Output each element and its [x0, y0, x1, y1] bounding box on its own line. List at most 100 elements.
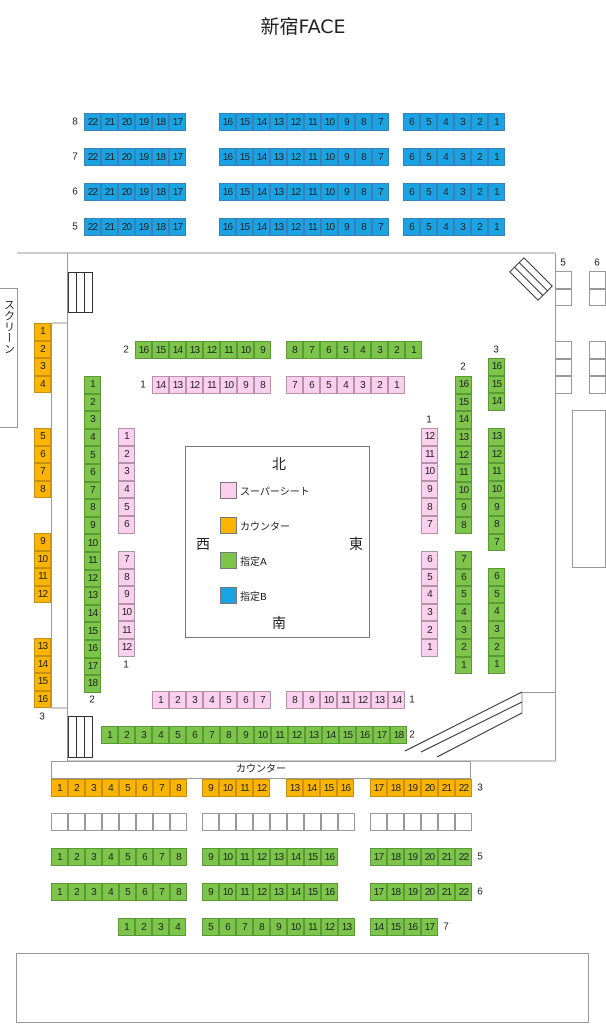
- seat[interactable]: 10: [421, 463, 438, 481]
- seat[interactable]: 10: [254, 726, 271, 744]
- seat[interactable]: [555, 288, 572, 307]
- seat[interactable]: 12: [488, 445, 505, 464]
- seat[interactable]: 6: [34, 445, 51, 464]
- seat[interactable]: 20: [421, 848, 438, 866]
- seat[interactable]: [555, 271, 572, 289]
- seat[interactable]: 9: [118, 586, 135, 604]
- seat[interactable]: 22: [455, 779, 472, 797]
- seat[interactable]: 7: [34, 463, 51, 481]
- seat[interactable]: 11: [220, 341, 237, 359]
- seat[interactable]: 15: [236, 148, 253, 166]
- seat[interactable]: 12: [253, 848, 270, 866]
- seat[interactable]: 12: [203, 341, 220, 359]
- seat[interactable]: 9: [338, 148, 355, 166]
- seat[interactable]: 15: [34, 673, 51, 691]
- seat[interactable]: 6: [403, 148, 420, 166]
- seat[interactable]: 9: [34, 533, 51, 551]
- seat[interactable]: 15: [304, 883, 321, 901]
- seat[interactable]: 1: [405, 341, 422, 359]
- seat[interactable]: 21: [101, 183, 118, 201]
- seat[interactable]: 2: [388, 341, 405, 359]
- seat[interactable]: 20: [118, 148, 135, 166]
- seat[interactable]: 5: [455, 586, 472, 604]
- seat[interactable]: 7: [286, 376, 303, 394]
- seat[interactable]: 10: [220, 376, 237, 394]
- seat[interactable]: 11: [271, 726, 288, 744]
- seat[interactable]: 6: [84, 464, 101, 482]
- seat[interactable]: 4: [102, 779, 119, 797]
- seat[interactable]: 15: [84, 622, 101, 640]
- seat[interactable]: 8: [34, 480, 51, 499]
- seat[interactable]: 16: [84, 640, 101, 658]
- seat[interactable]: 1: [34, 323, 51, 341]
- seat[interactable]: 9: [303, 691, 320, 709]
- seat[interactable]: 12: [287, 218, 304, 236]
- seat[interactable]: 2: [471, 113, 488, 131]
- seat[interactable]: 11: [203, 376, 220, 394]
- seat[interactable]: 16: [219, 183, 236, 201]
- seat[interactable]: 11: [421, 445, 438, 464]
- seat[interactable]: 10: [321, 148, 338, 166]
- seat[interactable]: 16: [488, 358, 505, 376]
- seat[interactable]: 3: [454, 218, 471, 236]
- seat[interactable]: [438, 813, 455, 831]
- seat[interactable]: 9: [84, 516, 101, 535]
- seat[interactable]: 3: [421, 603, 438, 622]
- seat[interactable]: 13: [305, 726, 322, 744]
- seat[interactable]: 21: [101, 113, 118, 131]
- seat[interactable]: 13: [169, 376, 186, 394]
- seat[interactable]: 18: [387, 883, 404, 901]
- seat[interactable]: 16: [219, 113, 236, 131]
- seat[interactable]: 19: [135, 218, 152, 236]
- seat[interactable]: 6: [136, 779, 153, 797]
- seat[interactable]: 2: [68, 848, 85, 866]
- seat[interactable]: [421, 813, 438, 831]
- seat[interactable]: 1: [488, 113, 505, 131]
- seat[interactable]: 10: [84, 534, 101, 552]
- seat[interactable]: 10: [219, 883, 236, 901]
- seat[interactable]: 10: [455, 481, 472, 500]
- seat[interactable]: 5: [220, 691, 237, 709]
- seat[interactable]: 8: [84, 499, 101, 517]
- seat[interactable]: 14: [253, 113, 270, 131]
- seat[interactable]: 15: [236, 183, 253, 201]
- seat[interactable]: 21: [101, 218, 118, 236]
- seat[interactable]: 19: [404, 848, 421, 866]
- seat[interactable]: 5: [119, 883, 136, 901]
- seat[interactable]: 9: [338, 183, 355, 201]
- seat[interactable]: 15: [304, 848, 321, 866]
- seat[interactable]: 7: [153, 779, 170, 797]
- seat[interactable]: [51, 813, 68, 831]
- seat[interactable]: 21: [101, 148, 118, 166]
- seat[interactable]: 16: [219, 148, 236, 166]
- seat[interactable]: 9: [421, 480, 438, 499]
- seat[interactable]: 4: [421, 586, 438, 604]
- seat[interactable]: 6: [488, 568, 505, 586]
- seat[interactable]: 12: [287, 148, 304, 166]
- seat[interactable]: 1: [51, 779, 68, 797]
- seat[interactable]: [136, 813, 153, 831]
- seat[interactable]: 16: [455, 376, 472, 394]
- seat[interactable]: 18: [390, 726, 407, 744]
- seat[interactable]: 2: [471, 183, 488, 201]
- seat[interactable]: 14: [455, 411, 472, 429]
- seat[interactable]: 16: [337, 779, 354, 797]
- seat[interactable]: 15: [387, 918, 404, 936]
- seat[interactable]: 9: [254, 341, 271, 359]
- seat[interactable]: [219, 813, 236, 831]
- seat[interactable]: 9: [202, 779, 219, 797]
- seat[interactable]: 13: [286, 779, 303, 797]
- seat[interactable]: 8: [421, 498, 438, 516]
- seat[interactable]: [555, 358, 572, 377]
- seat[interactable]: 15: [339, 726, 356, 744]
- seat[interactable]: 5: [202, 918, 219, 936]
- seat[interactable]: 18: [152, 183, 169, 201]
- seat[interactable]: 10: [219, 779, 236, 797]
- seat[interactable]: 7: [372, 183, 389, 201]
- seat[interactable]: 6: [403, 218, 420, 236]
- seat[interactable]: 2: [421, 621, 438, 639]
- seat[interactable]: 5: [420, 218, 437, 236]
- seat[interactable]: 12: [455, 446, 472, 464]
- seat[interactable]: 2: [118, 726, 135, 744]
- seat[interactable]: 3: [135, 726, 152, 744]
